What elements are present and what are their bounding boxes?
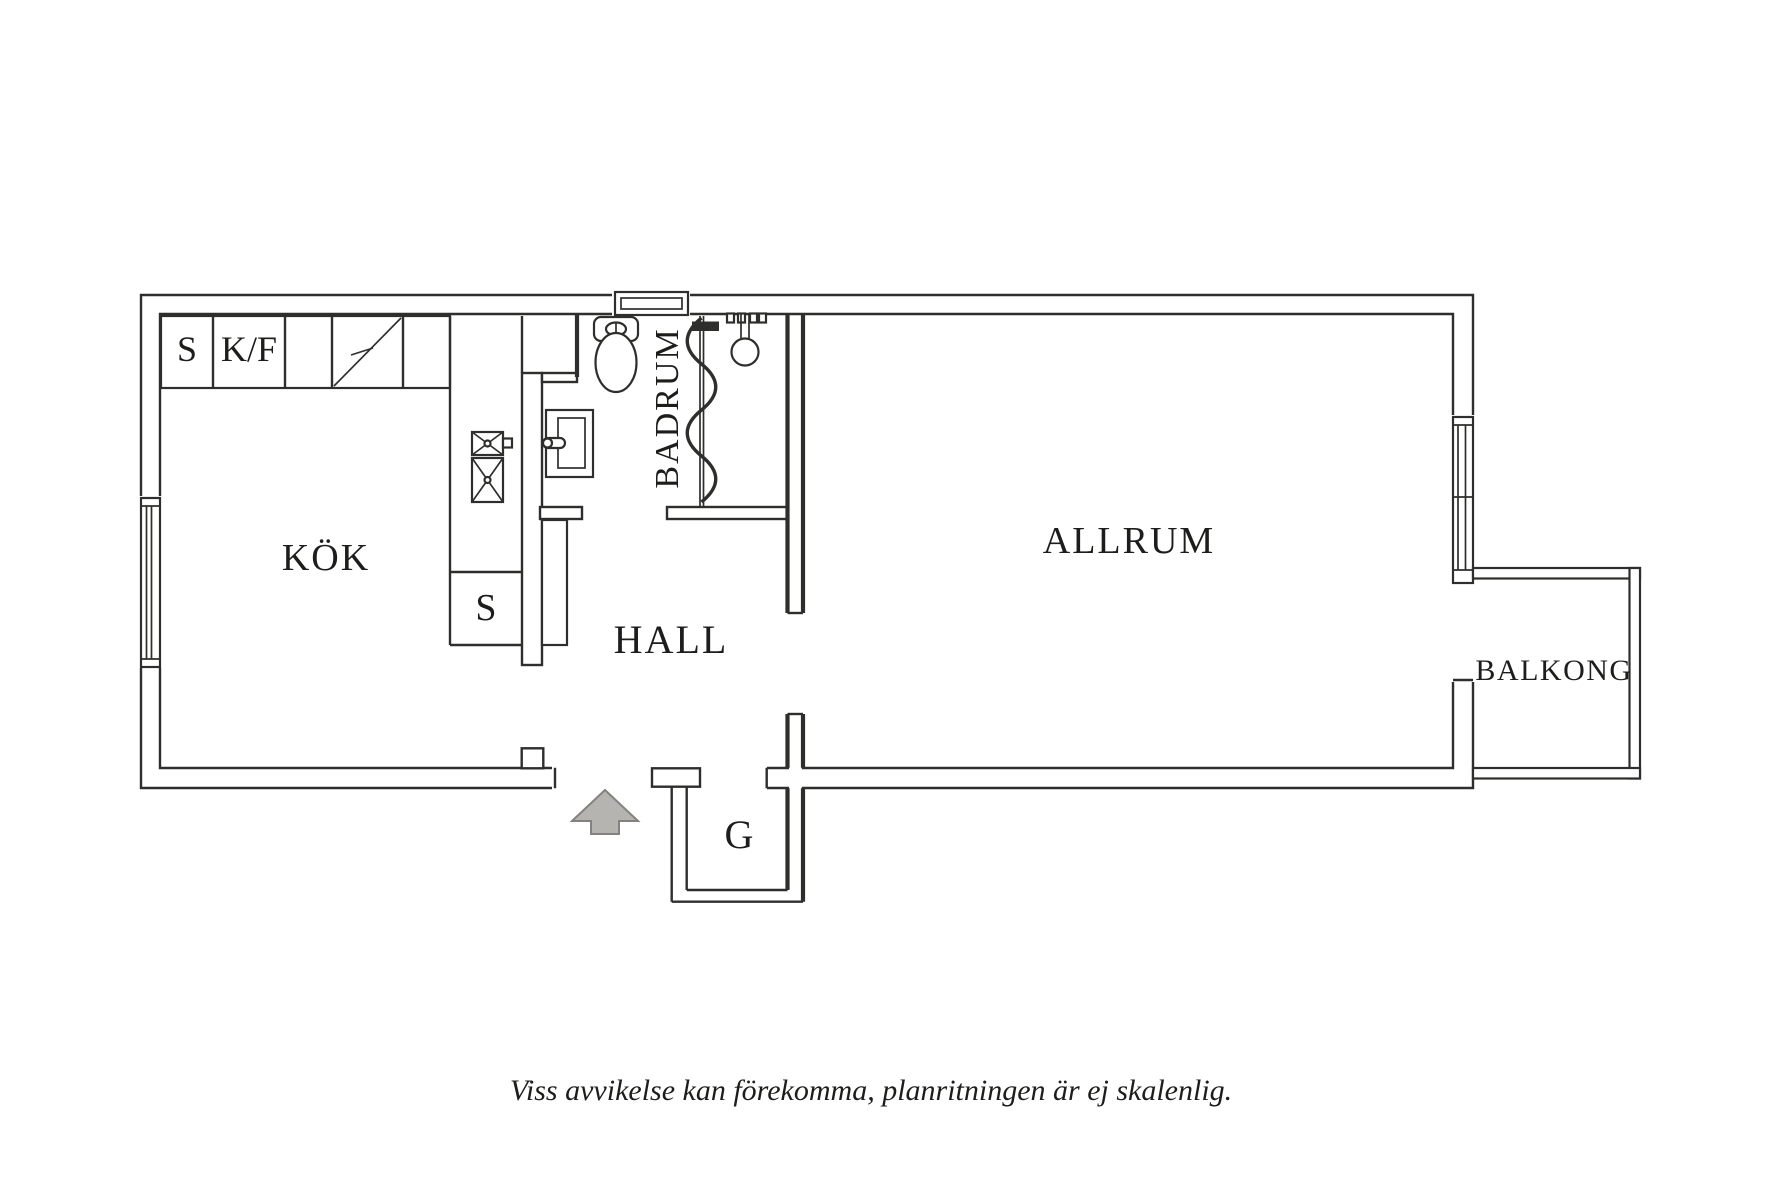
window-right xyxy=(1451,415,1475,585)
balcony-walls xyxy=(1471,566,1642,780)
hall-wardrobe xyxy=(540,518,569,647)
cabinet-label-kf: K/F xyxy=(220,329,278,369)
room-label-entry-nook: G xyxy=(724,812,754,857)
shower-icon xyxy=(685,312,768,507)
room-label-bathroom: BADRUM xyxy=(649,327,686,489)
entry-vestibule-walls xyxy=(650,767,803,903)
faucet-icon xyxy=(501,437,514,449)
kitchen-counter xyxy=(448,316,524,647)
shower-curtain-icon xyxy=(685,316,718,504)
hob-symbol xyxy=(333,317,402,387)
window-left xyxy=(139,496,162,669)
room-label-balcony: BALKONG xyxy=(1475,654,1633,687)
double-sink-icon xyxy=(470,430,514,504)
curtain-rod-icon xyxy=(692,321,719,331)
entry-arrow-icon xyxy=(569,788,641,835)
cabinet-label-s: S xyxy=(176,329,198,369)
shower-head-icon xyxy=(730,337,760,367)
kitchen-cabinets xyxy=(159,314,452,390)
washbasin-icon xyxy=(541,408,595,479)
closet-label-s: S xyxy=(475,587,497,629)
interior-walls xyxy=(520,314,806,902)
room-label-kitchen: KÖK xyxy=(281,537,371,579)
room-label-living-room: ALLRUM xyxy=(1042,520,1216,562)
toilet-icon xyxy=(592,315,640,394)
window-top xyxy=(613,290,690,317)
disclaimer-caption: Viss avvikelse kan förekomma, planritnin… xyxy=(509,1074,1233,1107)
room-label-hall: HALL xyxy=(613,617,729,662)
